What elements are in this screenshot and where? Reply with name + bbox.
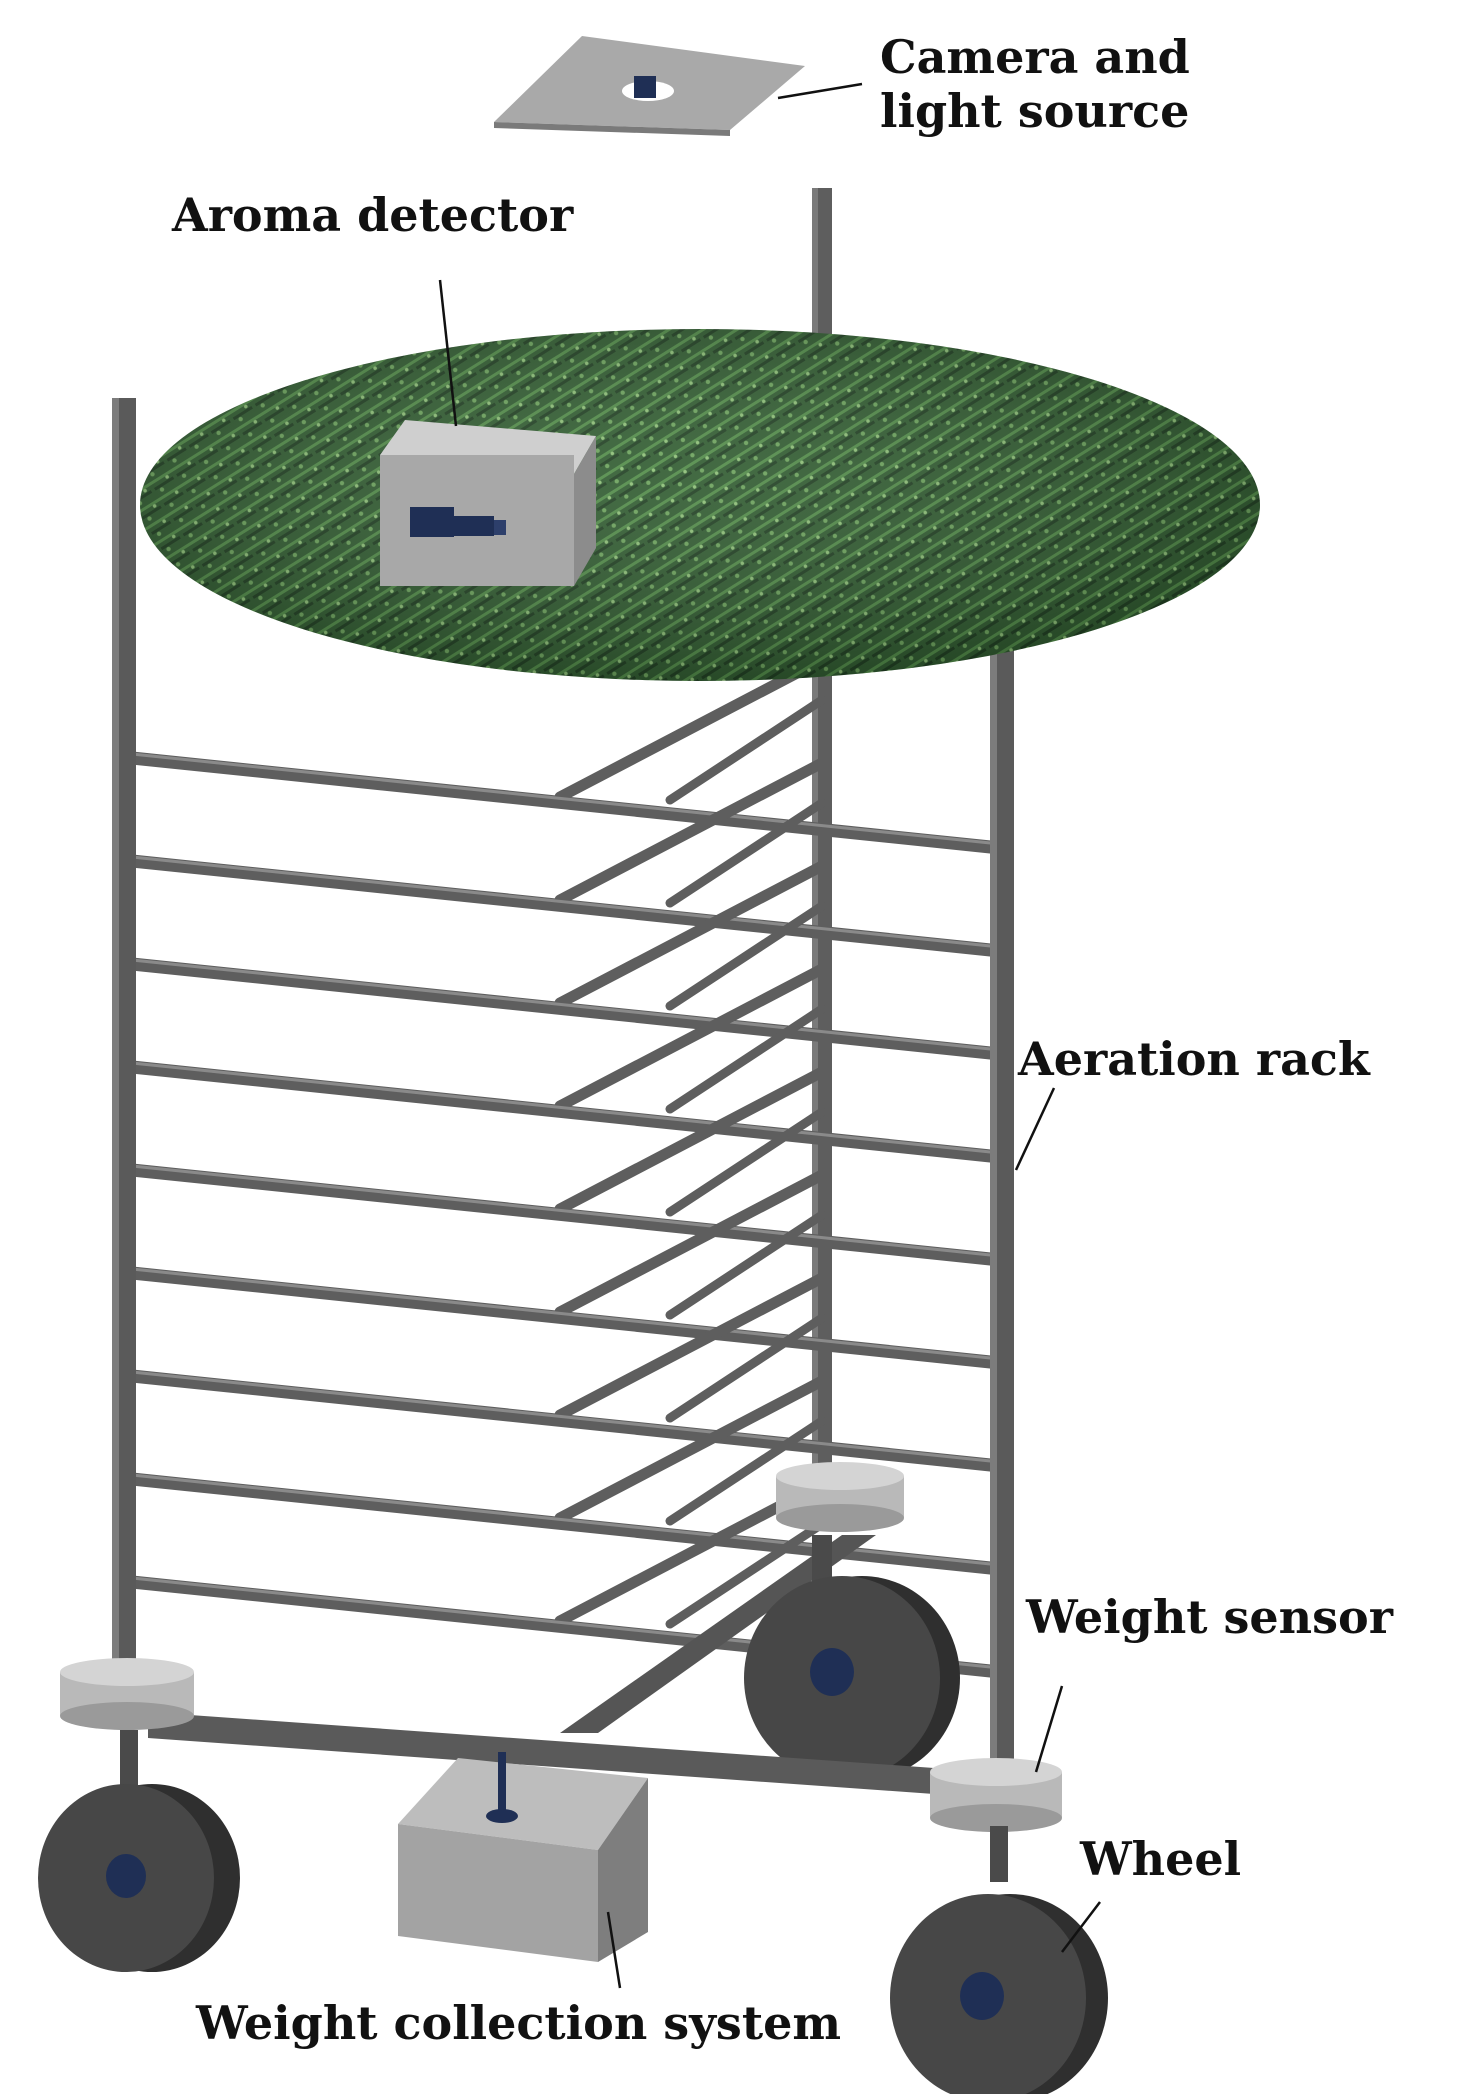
aroma-detector-box (380, 420, 596, 586)
wheel-back (744, 1576, 960, 1780)
rack-diagonal-bar (554, 1066, 828, 1215)
weight-collection-system-box (398, 1752, 648, 1962)
rack-crossbar-highlight (130, 1164, 1002, 1258)
rack-diagonal-bar (665, 901, 827, 1011)
camera-label-line2: light source (880, 84, 1190, 138)
rack-crossbar (125, 1266, 1007, 1370)
weight-collection-system-label: Weight collection system (196, 1996, 842, 2050)
base-frame-front (148, 1712, 934, 1794)
weight-sensor-right (930, 1758, 1062, 1832)
rack-diagonal-bar (665, 1519, 827, 1629)
rack-diagonal-bar (665, 1004, 827, 1114)
rack-crossbar-highlight (130, 855, 1002, 949)
rack-crossbar (125, 854, 1007, 958)
wheel-front-right (890, 1826, 1108, 2094)
camera-light-source-label: Camera and light source (880, 30, 1190, 138)
rack-diagonal-bar (554, 654, 828, 803)
rack-diagonal-bar (554, 1169, 828, 1318)
camera-light-source-plate (494, 36, 805, 136)
rack-crossbar (125, 957, 1007, 1061)
rack-diagonal-bar (554, 1375, 828, 1524)
rack-diagonal-bar (665, 1210, 827, 1320)
rack-diagonal-bar (665, 798, 827, 908)
front-left-rack-post (112, 398, 136, 1688)
rack-diagonal-bar (665, 1313, 827, 1423)
front-right-rack-post (990, 498, 1014, 1788)
callout-leader-lines (438, 82, 1101, 1989)
rack-crossbar-highlight (130, 1370, 1002, 1464)
rack-diagonal-bar (665, 695, 827, 805)
wheel-front-left (38, 1730, 240, 1972)
wheel-label: Wheel (1080, 1832, 1242, 1886)
rack-crossbar (125, 1369, 1007, 1473)
aeration-rack-label: Aeration rack (1018, 1032, 1370, 1086)
rack-crossbar-highlight (130, 1267, 1002, 1361)
rack-diagonal-bar (554, 757, 828, 906)
rack-crossbar (125, 751, 1007, 855)
rack-crossbar (125, 1472, 1007, 1576)
camera-label-line1: Camera and (880, 30, 1190, 84)
rack-diagonal-bar (554, 963, 828, 1112)
rack-diagonal-bar (665, 1416, 827, 1526)
rack-crossbar-highlight (130, 1061, 1002, 1155)
rack-crossbar (125, 1060, 1007, 1164)
weight-sensor-left (60, 1658, 194, 1730)
green-tray (140, 329, 1260, 681)
aroma-detector-label: Aroma detector (172, 188, 574, 242)
rack-crossbar (125, 1163, 1007, 1267)
rack-diagonal-bar (665, 1107, 827, 1217)
weight-sensor-label: Weight sensor (1026, 1590, 1393, 1644)
rack-crossbar-highlight (130, 752, 1002, 846)
rack-crossbar-highlight (130, 958, 1002, 1052)
rack-diagonal-bar (554, 1272, 828, 1421)
weight-sensor-back (776, 1462, 904, 1532)
rack-crossbar-highlight (130, 1473, 1002, 1567)
rack-diagonal-bar (554, 860, 828, 1009)
